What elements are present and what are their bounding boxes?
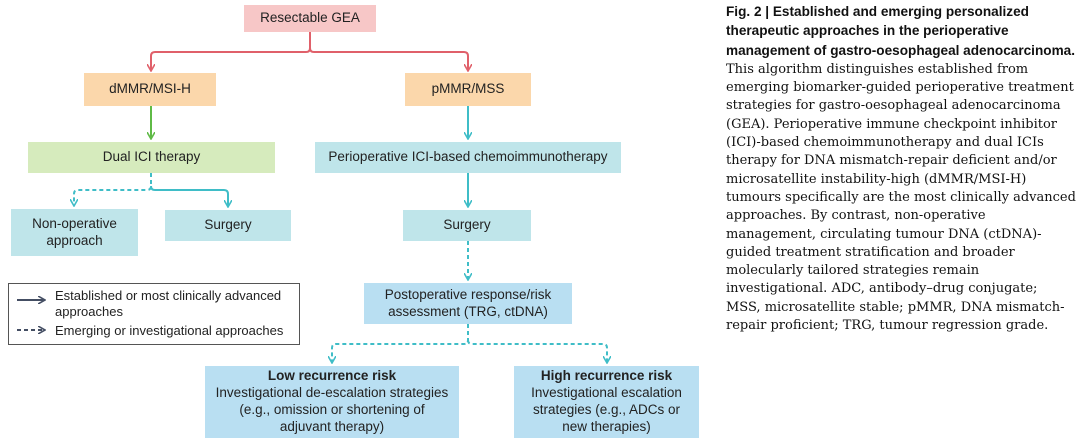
node-surgery-left-label: Surgery (204, 217, 252, 233)
node-periop-ici-label: Perioperative ICI-based chemoimmunothera… (328, 149, 608, 165)
legend-emerging: Emerging or investigational approaches (55, 323, 299, 339)
node-surgery-right-label: Surgery (443, 217, 491, 233)
node-low-risk: Low recurrence risk Investigational de-e… (205, 366, 459, 438)
node-non-operative: Non-operative approach (11, 209, 138, 256)
legend-emerging-label: Emerging or investigational approaches (55, 323, 284, 338)
node-resectable-gea: Resectable GEA (244, 5, 376, 32)
node-high-risk-body: Investigational escalation strategies (e… (531, 385, 682, 434)
node-dmmr-label: dMMR/MSI-H (109, 81, 191, 97)
node-resectable-gea-label: Resectable GEA (260, 10, 360, 26)
arrow-dual-ici-to-nonop (74, 173, 152, 205)
node-low-risk-title: Low recurrence risk (267, 368, 397, 384)
node-non-operative-label: Non-operative approach (32, 215, 117, 248)
node-high-risk-title: High recurrence risk (540, 368, 673, 384)
node-dmmr-msi-h: dMMR/MSI-H (84, 73, 216, 106)
arrow-postop-to-high (467, 339, 607, 362)
arrow-dual-ici-to-surgery (150, 185, 228, 206)
node-pmmr-label: pMMR/MSS (431, 81, 505, 97)
node-postop-assessment: Postoperative response/risk assessment (… (364, 283, 572, 324)
flow-arrows (17, 32, 720, 444)
node-surgery-left: Surgery (165, 210, 291, 241)
legend-box: Established or most clinically advanced … (8, 283, 300, 345)
arrow-gea-to-pmmr (309, 47, 468, 70)
legend-established-label: Established or most clinically advanced … (55, 288, 282, 319)
arrow-postop-to-low (332, 324, 469, 362)
node-high-risk: High recurrence risk Investigational esc… (514, 366, 699, 438)
figure-caption: Fig. 2 | Established and emerging person… (726, 3, 1076, 335)
node-postop-label: Postoperative response/risk assessment (… (384, 286, 552, 319)
caption-label: Fig. 2 | Established and emerging person… (726, 4, 1075, 58)
node-periop-ici: Perioperative ICI-based chemoimmunothera… (315, 142, 621, 173)
node-surgery-right: Surgery (403, 210, 531, 241)
node-dual-ici-label: Dual ICI therapy (102, 149, 201, 165)
node-pmmr-mss: pMMR/MSS (405, 73, 531, 106)
legend-established: Established or most clinically advanced … (55, 288, 293, 319)
node-dual-ici: Dual ICI therapy (28, 142, 275, 173)
node-low-risk-body: Investigational de-escalation strategies… (215, 385, 449, 434)
arrow-gea-to-dmmr (151, 32, 311, 70)
caption-text: This algorithm distinguishes established… (726, 61, 1076, 334)
